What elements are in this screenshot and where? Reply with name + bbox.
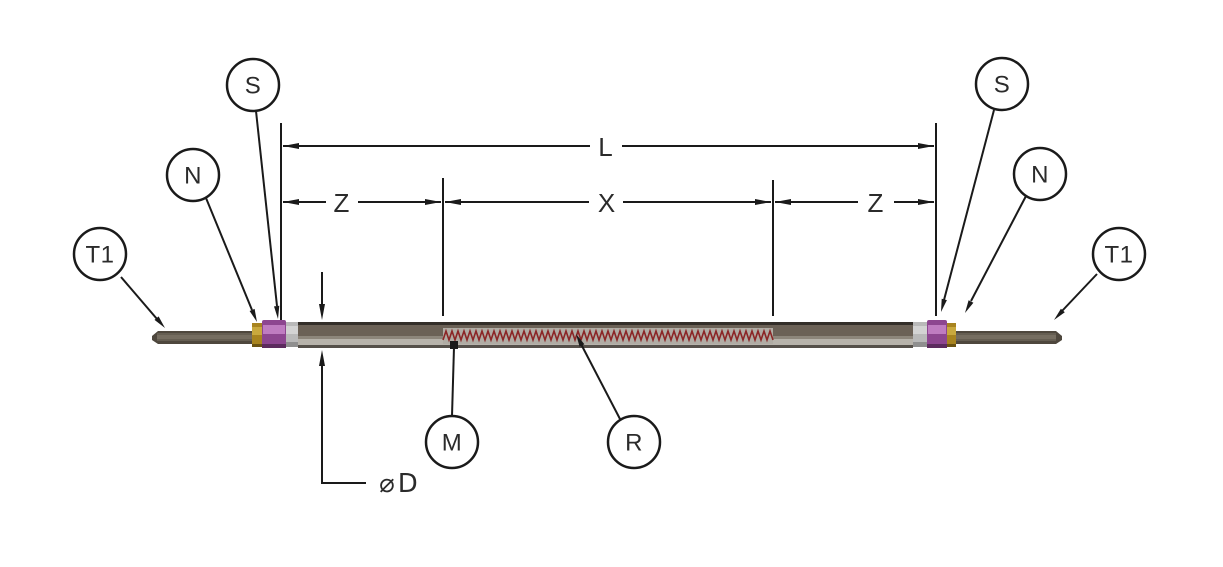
arrowhead-x-right [755,199,771,205]
balloon-t1-right-circle [1091,226,1147,282]
leader-arrowhead-s-right [941,298,947,312]
arrowhead-z1-left [283,199,299,205]
balloon-leaders [120,109,1098,420]
dia-arrowhead-bottom [319,350,325,366]
leader-n-left [205,197,253,311]
dimension-zones: Z X Z [283,188,934,218]
balloon-s-left-circle [225,57,281,113]
contact-band-right-shadow [947,344,956,347]
leader-terminators [154,298,1065,349]
balloon-s-left-label: S [245,73,262,100]
leader-arrowhead-n-left [249,308,257,322]
leader-arrowhead-t1-right [1054,308,1065,320]
dia-arrowhead-top [319,304,325,320]
tube-top-edge [298,322,913,325]
balloon-t1-left-label: T1 [85,242,114,269]
dim-label-z-right: Z [868,188,885,218]
leader-m [451,346,455,417]
balloon-r-circle [606,414,662,470]
arrowhead-x-left [445,199,461,205]
balloon-n-left-circle [165,147,221,203]
leader-s-right [943,109,995,301]
coil-background [443,328,773,344]
extension-lines [280,123,937,320]
balloon-n-right-label: N [1031,162,1049,189]
heater-body [152,320,1062,348]
dim-label-z-left: Z [334,188,351,218]
leader-r [580,343,621,420]
collar-right-highlight [913,326,927,334]
balloon-labels: S N T1 S N T1 M R [85,72,1133,457]
collar-right-shadow [913,342,927,347]
balloon-s-right-label: S [994,72,1011,99]
lead-rod-left [152,331,253,344]
contact-band-right-highlight [947,327,956,335]
seal-left-shadow [262,344,286,348]
balloon-m-circle [424,414,480,470]
lead-rod-right-highlight [956,335,1056,339]
end-seal-right [913,320,956,348]
seal-right-shadow [927,344,947,348]
leader-arrowhead-t1-left [154,316,165,328]
arrowhead-z2-right [918,199,934,205]
balloon-n-right-circle [1012,146,1068,202]
balloon-circles [72,56,1147,470]
dimension-overall-length: L [283,132,934,162]
end-seal-left [252,320,298,348]
dim-label-l: L [598,132,613,162]
arrowhead-z2-left [775,199,791,205]
leader-t1-left [120,276,158,320]
balloon-s-right-circle [974,56,1030,112]
leader-s-left [255,110,278,307]
seal-right-highlight [928,325,946,334]
dia-label: ⌀D [379,469,421,499]
heated-section [442,328,774,344]
leader-n-right [970,195,1027,302]
lead-rod-right [956,331,1062,344]
leader-arrowhead-s-left [274,305,280,319]
leader-arrowhead-r [576,334,585,347]
arrowhead-l-right [918,143,934,149]
dia-dimension: ⌀D [319,272,421,499]
arrowhead-z1-right [425,199,441,205]
balloon-t1-right-label: T1 [1104,242,1133,269]
leader-arrowhead-n-right [965,300,974,313]
contact-band-left-shadow [252,344,262,347]
collar-left-shadow [286,342,298,347]
balloon-n-left-label: N [184,163,202,190]
leader-dot-m [450,341,458,349]
seal-left-highlight [263,325,285,334]
collar-left-highlight [286,326,298,334]
arrowhead-l-left [283,143,299,149]
tube-bottom-edge [298,345,913,348]
coil-zigzag [442,328,774,343]
dim-label-x: X [598,188,616,218]
leader-t1-right [1061,273,1098,312]
lead-rod-left-highlight [157,335,253,339]
balloon-m-label: M [442,430,463,457]
balloon-r-label: R [625,430,643,457]
contact-band-left-highlight [252,327,262,335]
balloon-t1-left-circle [72,226,128,282]
